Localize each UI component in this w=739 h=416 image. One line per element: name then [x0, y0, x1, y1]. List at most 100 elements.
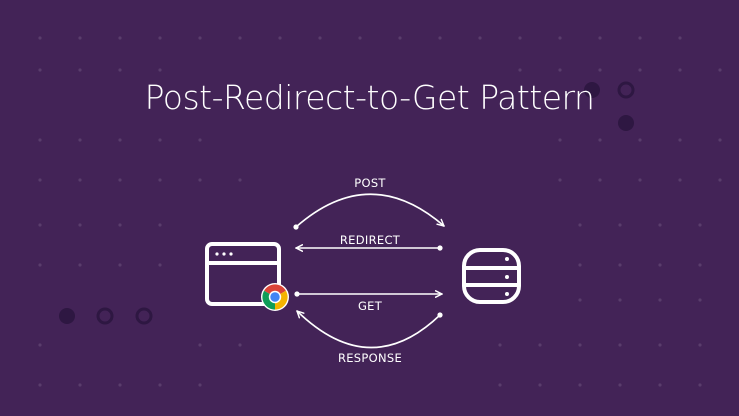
background-dot	[118, 36, 122, 40]
background-dot	[278, 36, 282, 40]
background-dot	[658, 263, 662, 267]
background-dot	[638, 178, 642, 182]
background-dot	[358, 36, 362, 40]
background-dot	[638, 68, 642, 72]
background-dot	[78, 178, 82, 182]
background-dot	[558, 178, 562, 182]
background-dot	[538, 343, 542, 347]
database-server-icon	[462, 248, 521, 304]
background-dot	[78, 383, 82, 387]
background-dot	[618, 263, 622, 267]
background-dot	[118, 178, 122, 182]
background-dot	[38, 36, 42, 40]
background-dot	[158, 383, 162, 387]
background-dot	[578, 263, 582, 267]
response-label: RESPONSE	[337, 351, 403, 365]
background-dot	[38, 383, 42, 387]
background-dot	[618, 343, 622, 347]
background-dot	[678, 138, 682, 142]
background-dot	[598, 68, 602, 72]
background-dot	[498, 383, 502, 387]
background-dot	[678, 68, 682, 72]
post-arrow	[295, 193, 445, 228]
background-dot	[618, 223, 622, 227]
background-dot	[238, 343, 242, 347]
background-dot	[518, 36, 522, 40]
background-dot	[38, 343, 42, 347]
background-dot	[198, 138, 202, 142]
diagram-title: Post-Redirect-to-Get Pattern	[144, 78, 595, 117]
background-dot	[318, 36, 322, 40]
background-dot	[578, 298, 582, 302]
background-dot	[658, 223, 662, 227]
background-dot	[38, 68, 42, 72]
background-dot	[438, 36, 442, 40]
background-dot	[78, 138, 82, 142]
background-dot	[718, 178, 722, 182]
background-dot	[118, 263, 122, 267]
background-dot	[578, 223, 582, 227]
background-dot	[598, 138, 602, 142]
background-dot	[718, 138, 722, 142]
chrome-logo-icon	[261, 283, 289, 311]
background-dot	[698, 223, 702, 227]
background-dot	[498, 343, 502, 347]
background-dot	[658, 298, 662, 302]
background-dot	[598, 178, 602, 182]
background-dot	[678, 36, 682, 40]
background-dot	[658, 383, 662, 387]
background-dot	[118, 383, 122, 387]
background-dot	[38, 138, 42, 142]
background-dot-pattern	[38, 36, 722, 387]
background-dot	[698, 263, 702, 267]
background-dot	[558, 68, 562, 72]
browser-window-icon	[205, 242, 281, 306]
background-dot	[158, 178, 162, 182]
background-dot	[518, 68, 522, 72]
background-dot	[118, 223, 122, 227]
background-dot	[658, 343, 662, 347]
background-dot	[158, 138, 162, 142]
background-dot	[158, 68, 162, 72]
background-dot	[538, 383, 542, 387]
redirect-label: REDIRECT	[339, 233, 401, 247]
background-dot	[618, 383, 622, 387]
background-dot	[38, 223, 42, 227]
background-dot	[38, 263, 42, 267]
background-dot	[578, 343, 582, 347]
background-dot	[618, 298, 622, 302]
background-dot	[558, 36, 562, 40]
background-dot	[78, 263, 82, 267]
background-dot	[478, 36, 482, 40]
background-dot	[698, 343, 702, 347]
background-dot	[118, 68, 122, 72]
background-dot	[158, 263, 162, 267]
background-dot	[558, 138, 562, 142]
background-dot	[678, 178, 682, 182]
background-dot	[78, 36, 82, 40]
arrow-start-dots	[293, 224, 443, 318]
post-label: POST	[354, 176, 386, 190]
background-dot	[718, 68, 722, 72]
background-dot	[398, 36, 402, 40]
background-dot	[238, 178, 242, 182]
decorative-circles-left	[59, 307, 153, 325]
background-dot	[158, 36, 162, 40]
background-dot	[698, 298, 702, 302]
background-dot	[118, 138, 122, 142]
response-arrow	[296, 310, 441, 349]
background-dot	[158, 223, 162, 227]
decorative-circles-right	[584, 81, 635, 131]
background-dot	[698, 383, 702, 387]
background-dot	[198, 36, 202, 40]
background-dot	[78, 223, 82, 227]
get-label: GET	[357, 299, 383, 313]
background-dot	[198, 178, 202, 182]
background-dot	[638, 36, 642, 40]
background-dot	[78, 68, 82, 72]
background-dot	[598, 36, 602, 40]
background-dot	[638, 138, 642, 142]
background-dot	[38, 178, 42, 182]
